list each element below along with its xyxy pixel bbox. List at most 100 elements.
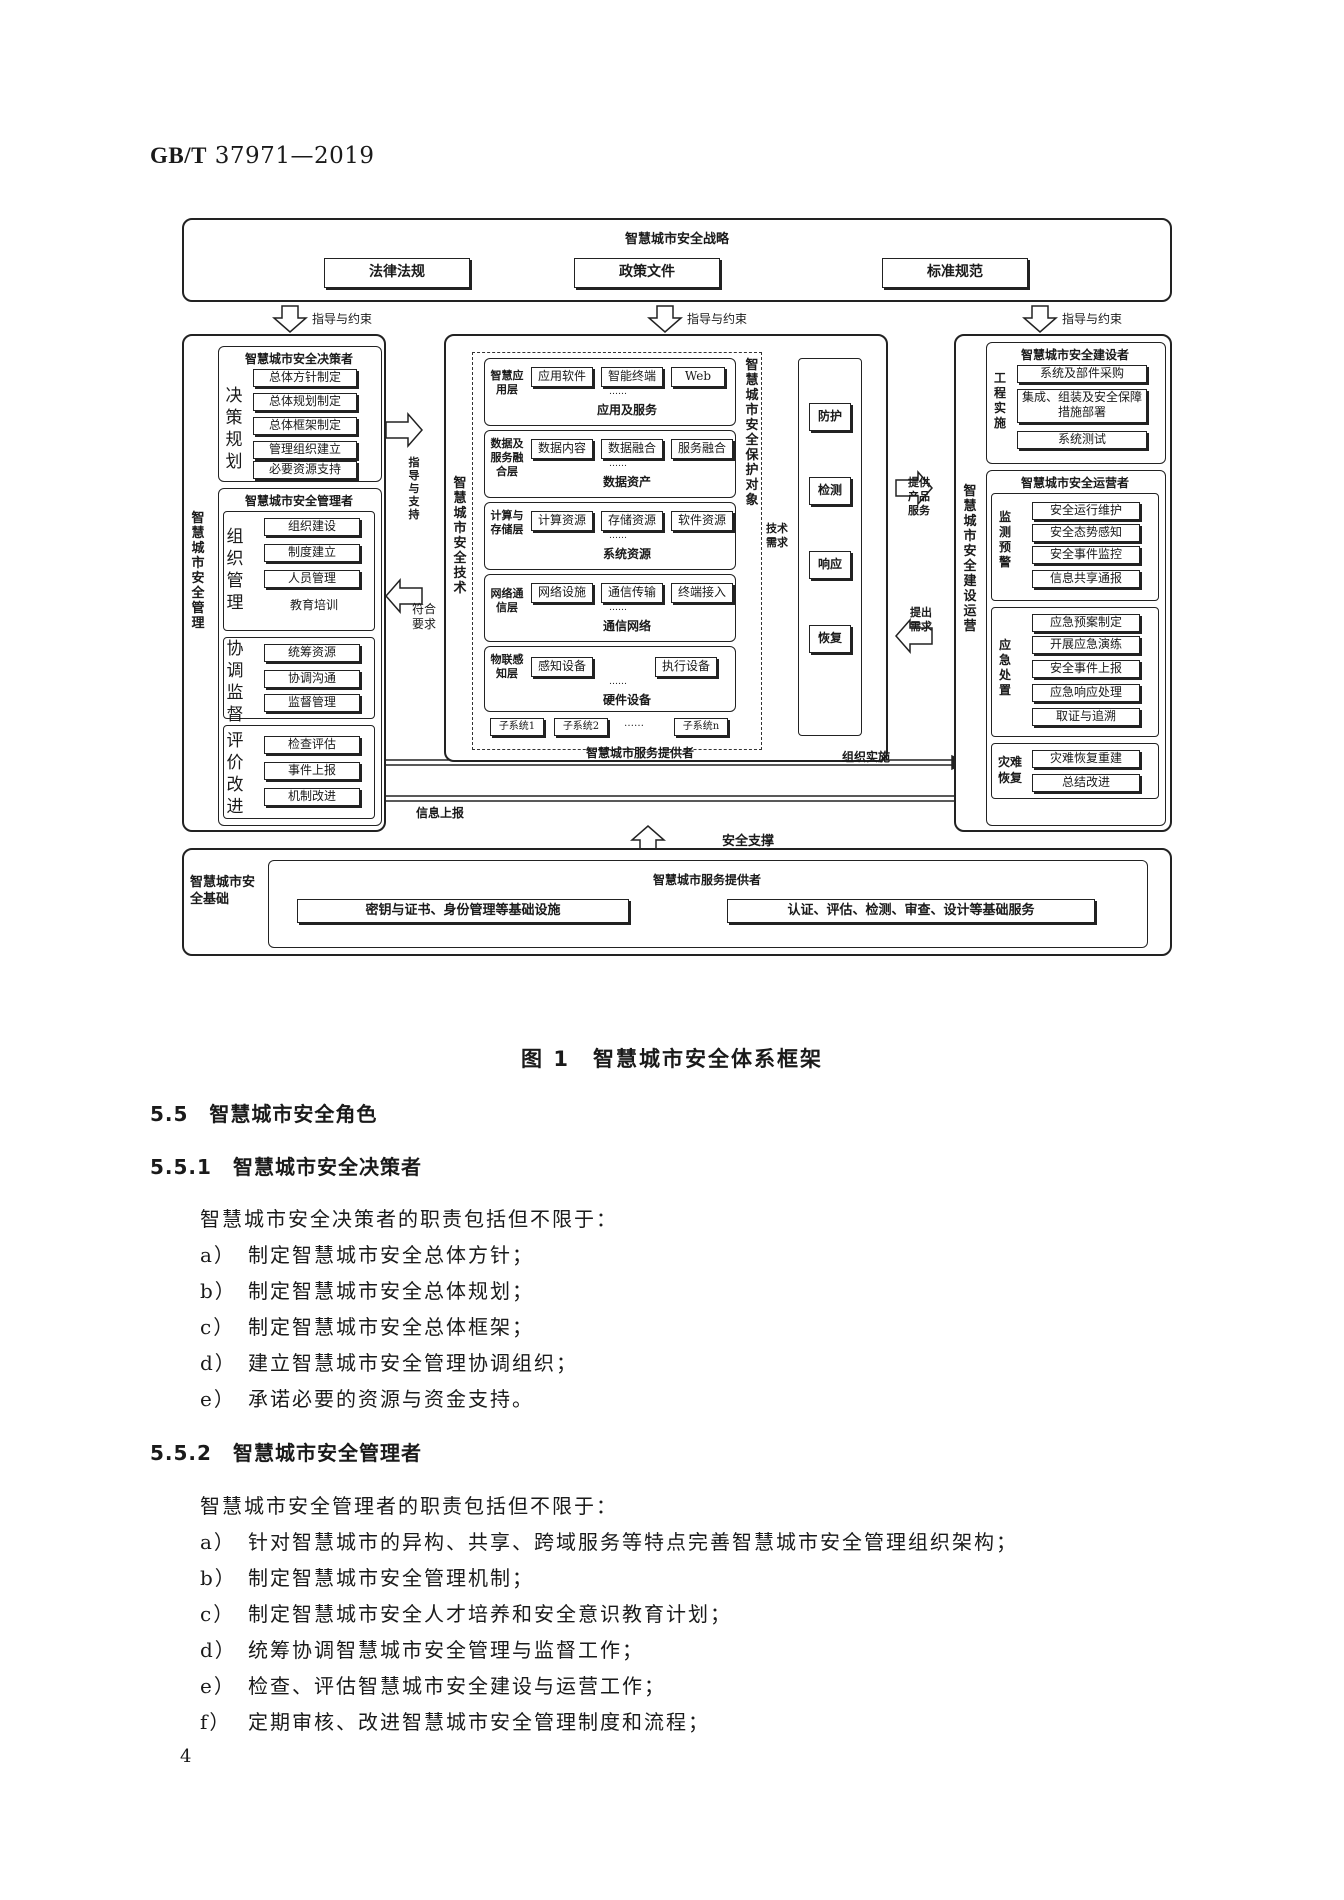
list-marker: d） (200, 1638, 237, 1662)
group-label: 组织管理 (226, 527, 244, 613)
foundation-side-label: 智慧城市安全基础 (190, 875, 256, 907)
function-item: 恢复 (809, 625, 851, 653)
operator-title: 智慧城市安全运营者 (1020, 476, 1129, 490)
operator-item: 安全事件上报 (1032, 660, 1140, 678)
foundation-provider-box: 智慧城市服务提供者 密钥与证书、身份管理等基础设施 认证、评估、检测、审查、设计… (268, 860, 1148, 948)
subsystem: …… (624, 718, 644, 729)
manager-item: 事件上报 (264, 762, 360, 780)
list-text: 制定智慧城市安全人才培养和安全意识教育计划； (248, 1602, 732, 1626)
std-prefix: GB/T (150, 143, 207, 168)
figure-caption: 图 1 智慧城市安全体系框架 (521, 1047, 823, 1071)
list-marker: e） (200, 1674, 236, 1698)
framework-diagram: 智慧城市安全战略 法律法规 政策文件 标准规范 指导与约束 指导与约束 指导与约… (182, 218, 1172, 960)
protect-object-label: 智慧城市安全保护对象 (745, 358, 759, 508)
decision-item: 必要资源支持 (253, 461, 357, 479)
list-marker: b） (200, 1566, 237, 1590)
list-item: c）制定智慧城市安全总体框架； (200, 1311, 534, 1340)
group-label: 协调监督 (226, 639, 244, 725)
operator-item: 信息共享通报 (1032, 570, 1140, 588)
ellipsis: …… (609, 677, 627, 687)
builder-item: 集成、组装及安全保障措施部署 (1017, 389, 1147, 423)
list-marker: e） (200, 1387, 236, 1411)
layer-caption: 通信网络 (603, 619, 652, 633)
paragraph: 智慧城市安全管理者的职责包括但不限于： (200, 1494, 618, 1518)
arrow-label-center: 指导与约束 (687, 312, 748, 326)
ellipsis: …… (609, 603, 627, 613)
subsection-heading: 5.5.2 智慧城市安全管理者 (150, 1441, 422, 1465)
raise-need-arrow (895, 618, 933, 654)
strategy-box: 智慧城市安全战略 法律法规 政策文件 标准规范 (182, 218, 1172, 302)
list-item: e） 检查、评估智慧城市安全建设与运营工作； (200, 1670, 666, 1699)
page-number: 4 (180, 1746, 192, 1767)
layer-item: Web (671, 367, 725, 387)
group-label: 应急处置 (998, 638, 1011, 697)
layer-item: 数据融合 (601, 439, 663, 459)
list-text: 建立智慧城市安全管理协调组织； (248, 1351, 578, 1375)
coord-supervise-group: 协调监督 统筹资源 协调沟通 监督管理 (223, 637, 375, 725)
ellipsis: …… (609, 459, 627, 469)
manager-box: 智慧城市安全管理者 组织管理 组织建设 制度建立 人员管理 教育培训 协调监督 … (218, 488, 382, 826)
arrow-label-right: 指导与约束 (1062, 312, 1123, 326)
guide-support-arrow (385, 412, 423, 448)
group-label: 监测预警 (998, 510, 1011, 569)
layer-item: 感知设备 (531, 657, 593, 677)
decision-item: 管理组织建立 (253, 441, 357, 459)
foundation-item: 认证、评估、检测、审查、设计等基础服务 (727, 899, 1095, 923)
layer-name: 智慧应用层 (490, 369, 524, 396)
recovery-group: 灾难恢复 灾难恢复重建 总结改进 (991, 743, 1159, 799)
eval-improve-group: 评价改进 检查评估 事件上报 机制改进 (223, 725, 375, 819)
list-text: 检查、评估智慧城市安全建设与运营工作； (248, 1674, 666, 1698)
list-text: 制定智慧城市安全总体方针； (248, 1243, 534, 1267)
group-label: 灾难恢复 (998, 755, 1023, 785)
manager-title: 智慧城市安全管理者 (244, 494, 353, 508)
subsystem: 子系统2 (554, 718, 608, 736)
emergency-group: 应急处置 应急预案制定 开展应急演练 安全事件上报 应急响应处理 取证与追溯 (991, 607, 1159, 737)
list-text: 定期审核、改进智慧城市安全管理制度和流程； (248, 1710, 710, 1734)
layer-item: 存储资源 (601, 511, 663, 531)
operation-side-label: 智慧城市安全建设运营 (963, 484, 977, 634)
operator-item: 应急响应处理 (1032, 684, 1140, 702)
layer-item: 终端接入 (671, 583, 733, 603)
layer-name: 计算与存储层 (490, 509, 524, 536)
decision-item: 总体框架制定 (253, 417, 357, 435)
management-box: 智慧城市安全管理 智慧城市安全决策者 决策规划 总体方针制定 总体规划制定 总体… (182, 334, 386, 832)
layer-data: 数据及服务融合层 数据内容 数据融合 服务融合 …… 数据资产 (484, 430, 736, 498)
technology-box: 智慧城市安全技术 智慧城市安全保护对象 智慧应用层 应用软件 智能终端 Web … (444, 334, 888, 762)
operator-item: 取证与追溯 (1032, 708, 1140, 726)
builder-item: 系统测试 (1017, 431, 1147, 449)
layer-caption: 硬件设备 (603, 693, 652, 707)
list-marker: c） (200, 1602, 236, 1626)
list-item: e） 承诺必要的资源与资金支持。 (200, 1383, 534, 1412)
paragraph: 智慧城市安全决策者的职责包括但不限于： (200, 1207, 618, 1231)
list-text: 承诺必要的资源与资金支持。 (248, 1387, 534, 1411)
standard-header: GB/T 37971—2019 (150, 143, 374, 169)
org-mgmt-group: 组织管理 组织建设 制度建立 人员管理 教育培训 (223, 511, 375, 631)
list-text: 制定智慧城市安全管理机制； (248, 1566, 534, 1590)
list-item: c） 制定智慧城市安全人才培养和安全意识教育计划； (200, 1598, 732, 1627)
manager-item: 教育培训 (289, 598, 338, 612)
list-marker: d） (200, 1351, 237, 1375)
layer-item: 数据内容 (531, 439, 593, 459)
arrow-label-left: 指导与约束 (312, 312, 373, 326)
ellipsis: …… (609, 387, 627, 397)
function-item: 防护 (809, 403, 851, 431)
functions-box: 防护 检测 响应 恢复 (798, 358, 862, 736)
std-number: 37971—2019 (214, 143, 375, 169)
section-heading: 5.5 智慧城市安全角色 (150, 1102, 378, 1126)
layer-item: 智能终端 (601, 367, 663, 387)
operator-item: 安全事件监控 (1032, 546, 1140, 564)
manager-item: 协调沟通 (264, 670, 360, 688)
operation-box: 智慧城市安全建设运营 智慧城市安全建设者 工程实施 系统及部件采购 集成、组装及… (954, 334, 1172, 832)
foundation-title: 智慧城市服务提供者 (652, 873, 761, 887)
tech-provider-caption: 智慧城市服务提供者 (586, 746, 695, 760)
list-marker: b） (200, 1279, 237, 1303)
list-item: a）针对智慧城市的异构、共享、跨域服务等特点完善智慧城市安全管理组织架构； (200, 1526, 1018, 1555)
builder-item: 系统及部件采购 (1017, 365, 1147, 383)
strategy-title: 智慧城市安全战略 (624, 232, 729, 247)
operator-item: 总结改进 (1032, 774, 1140, 792)
layer-compute: 计算与存储层 计算资源 存储资源 软件资源 …… 系统资源 (484, 502, 736, 570)
technology-side-label: 智慧城市安全技术 (453, 476, 467, 596)
layer-name: 物联感知层 (490, 653, 524, 680)
list-item: a）制定智慧城市安全总体方针； (200, 1239, 534, 1268)
monitor-group: 监测预警 安全运行维护 安全态势感知 安全事件监控 信息共享通报 (991, 493, 1159, 601)
